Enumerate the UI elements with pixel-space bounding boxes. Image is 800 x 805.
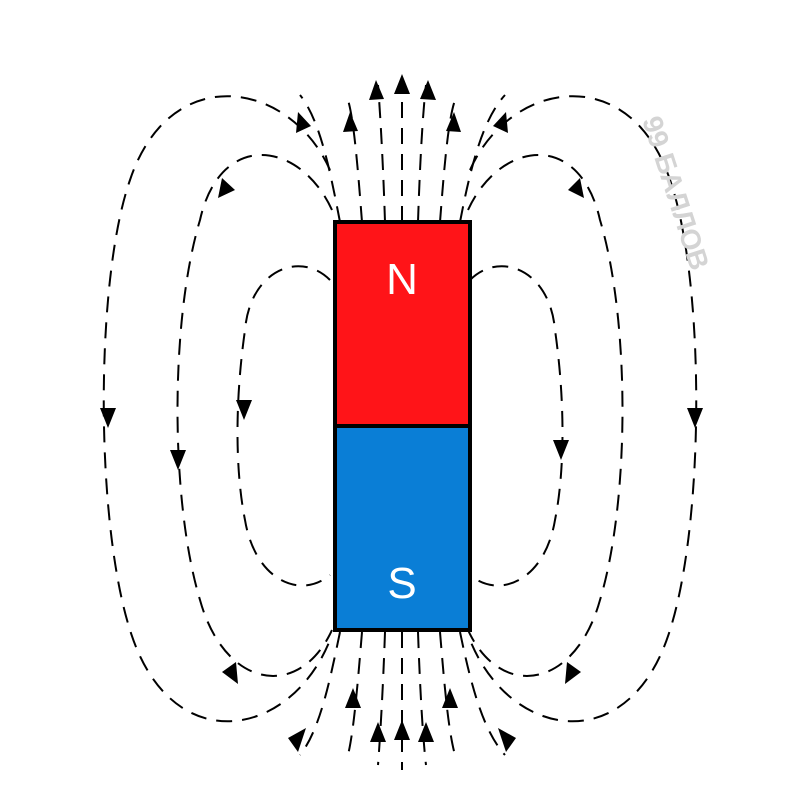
field-line-top-7: [459, 94, 506, 223]
arrow-up-icon: [418, 722, 434, 742]
arrow-left-icon: [218, 178, 235, 198]
magnet-south-pole: [333, 424, 472, 632]
field-line-right-inner: [469, 265, 564, 587]
arrow-down-icon: [687, 408, 703, 428]
arrow-up-icon: [394, 720, 410, 740]
field-line-top-2: [347, 99, 363, 223]
arrow-up-icon: [493, 112, 508, 133]
arrow-left-icon: [565, 662, 581, 684]
arrow-down-icon: [222, 662, 238, 684]
field-line-bottom-1: [299, 631, 341, 756]
field-line-top-6: [439, 99, 456, 223]
field-line-top-5: [417, 84, 427, 223]
watermark-text: 99 БАЛЛОВ: [636, 112, 715, 274]
field-line-left-outer: [102, 95, 331, 723]
field-line-bottom-5: [417, 631, 427, 766]
arrow-up-icon: [345, 688, 361, 708]
field-line-top-1: [299, 94, 341, 223]
arrow-up-icon: [498, 728, 516, 752]
field-line-bottom-7: [459, 631, 506, 756]
arrow-up-icon: [442, 688, 458, 708]
arrow-down-icon: [236, 400, 252, 420]
arrow-up-icon: [370, 722, 386, 742]
arrow-up-icon: [369, 80, 384, 100]
arrow-up-icon: [394, 74, 410, 94]
field-line-top-3: [377, 84, 386, 223]
arrow-down-icon: [553, 440, 569, 460]
arrow-down-icon: [100, 408, 116, 428]
magnet-north-pole: [333, 220, 472, 428]
field-line-right-middle: [467, 154, 624, 677]
arrow-up-icon: [420, 80, 436, 100]
south-pole-label: S: [387, 559, 416, 608]
north-pole-label: N: [386, 255, 418, 304]
arrow-down-icon: [568, 178, 584, 198]
field-line-left-middle: [176, 154, 333, 677]
arrow-up-icon: [288, 728, 306, 752]
arrow-up-icon: [446, 112, 461, 132]
field-line-bottom-3: [377, 631, 386, 766]
field-line-left-inner: [236, 265, 331, 587]
arrow-up-icon: [343, 112, 358, 132]
arrow-up-icon: [296, 112, 311, 133]
field-line-bottom-2: [347, 631, 363, 756]
arrow-down-icon: [170, 450, 186, 470]
field-line-bottom-6: [439, 631, 456, 756]
